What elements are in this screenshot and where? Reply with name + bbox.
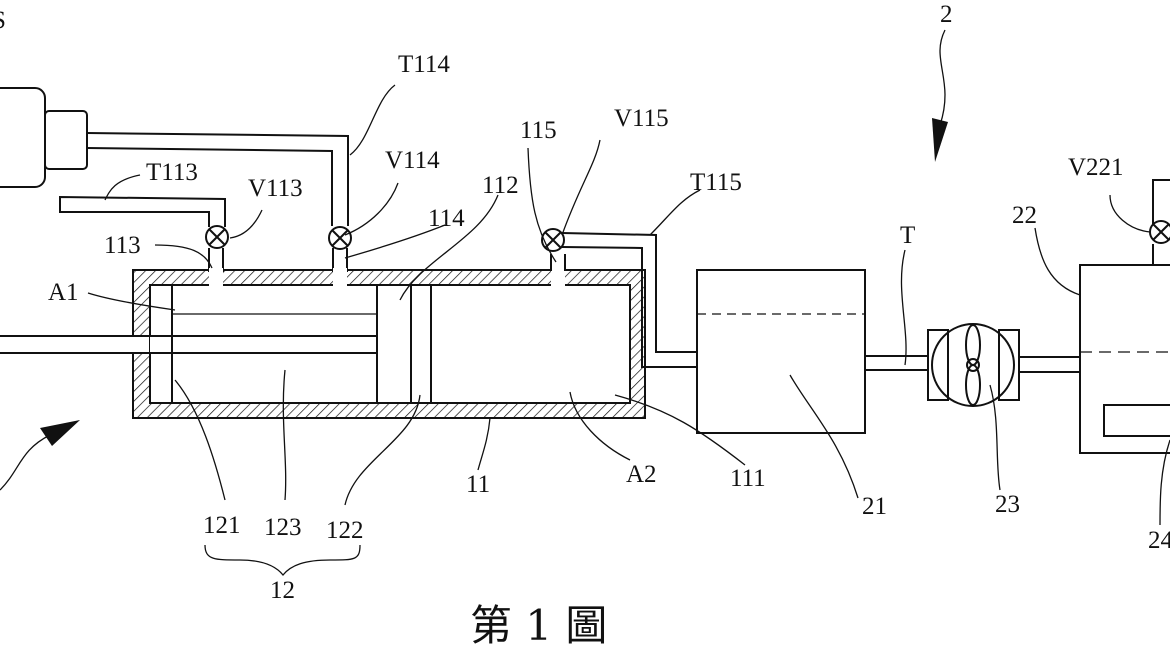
label-s: S: [0, 7, 6, 34]
arrow-system-2: [932, 29, 948, 162]
label-2: 2: [940, 1, 953, 28]
label-v113: V113: [248, 175, 303, 202]
label-112: 112: [482, 172, 519, 199]
rod-123: [0, 335, 378, 354]
label-11: 11: [466, 471, 490, 498]
cylinder-11: [130, 254, 646, 419]
label-12: 12: [270, 577, 295, 604]
label-a1: A1: [48, 279, 79, 306]
piston-121: [149, 284, 180, 404]
pipe-t113: [59, 195, 226, 272]
label-t115: T115: [690, 169, 742, 196]
label-v115: V115: [614, 105, 669, 132]
pipe-t114: [86, 132, 349, 272]
tank-21: [696, 269, 866, 434]
label-v221: V221: [1068, 154, 1124, 181]
arrow-system-1: [0, 420, 80, 491]
figure-caption: 第 1 圖: [470, 601, 607, 650]
label-122: 122: [326, 517, 364, 544]
source-s: [0, 87, 88, 188]
label-113: 113: [104, 232, 141, 259]
label-t114: T114: [398, 51, 450, 78]
valve-v113: [205, 225, 229, 249]
label-111: 111: [730, 465, 766, 492]
label-115: 115: [520, 117, 557, 144]
valve-v114: [328, 226, 352, 250]
piston-122: [376, 284, 432, 404]
label-24: 24: [1148, 527, 1170, 554]
label-23: 23: [995, 491, 1020, 518]
label-22: 22: [1012, 202, 1037, 229]
leader-lines: [87, 84, 1170, 577]
brace-12: [204, 544, 361, 577]
label-t113: T113: [146, 159, 198, 186]
pump-23: [927, 323, 1020, 407]
valve-v115: [541, 228, 565, 252]
label-v114: V114: [385, 147, 440, 174]
label-123: 123: [264, 514, 302, 541]
label-t: T: [900, 222, 915, 249]
valve-v221: [1149, 220, 1170, 244]
label-a2: A2: [626, 461, 657, 488]
label-21: 21: [862, 493, 887, 520]
label-114: 114: [428, 205, 465, 232]
label-121: 121: [203, 512, 241, 539]
pipe-t115: [561, 232, 697, 368]
tank-22: [1079, 179, 1170, 454]
pipe-t: [865, 355, 1080, 373]
